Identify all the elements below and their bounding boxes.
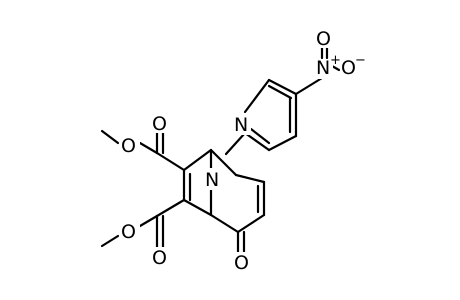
- bond-pyr-2: [243, 78, 271, 114]
- pyridine-nitrogen: N: [234, 114, 248, 136]
- ester-upper-carbonyl-oxygen: O: [152, 113, 167, 135]
- bond-no-right: [330, 64, 341, 72]
- ester-lower-methoxy-oxygen: O: [121, 221, 136, 243]
- bond-c1-c2: [209, 148, 238, 177]
- bond-pyr-4: [267, 134, 298, 152]
- bridge-nitrogen: N: [205, 169, 219, 191]
- bond-pyr-3-double: [249, 127, 271, 145]
- bond-c2-c3: [234, 173, 266, 184]
- nitro-oxygen-top: O: [316, 28, 331, 50]
- bond-ester2-me: [100, 234, 120, 248]
- nitro-negative-charge: −: [355, 53, 366, 68]
- bond-ester2-oc: [138, 214, 159, 228]
- bond-c6-c5: [182, 198, 213, 217]
- bond-ester1-me: [100, 129, 120, 145]
- atoms: O N + O − N N O O O O O: [120, 28, 366, 274]
- bond-pyr-1-double: [267, 84, 293, 100]
- bond-pyr-bridge: [224, 131, 247, 156]
- ester-lower-carbonyl-oxygen: O: [152, 247, 167, 269]
- bond-c5k-c5: [209, 213, 240, 234]
- nitro-oxygen-right: O: [341, 57, 356, 79]
- bond-ester1-oc: [138, 141, 159, 155]
- bond-pyr-1: [267, 78, 298, 96]
- bond-c1-c7: [182, 148, 213, 172]
- ester-upper-methoxy-oxygen: O: [121, 135, 136, 157]
- bond-ester1-c: [155, 151, 186, 172]
- bond-cnitro: [294, 76, 324, 96]
- bond-pyr-3: [243, 131, 271, 152]
- bond-ester2-c: [155, 198, 186, 218]
- bond-c4-c5k: [236, 213, 266, 234]
- ketone-oxygen: O: [234, 252, 249, 274]
- bonds: [100, 44, 341, 254]
- nitro-positive-charge: +: [330, 53, 341, 68]
- nitro-nitrogen: N: [316, 57, 330, 79]
